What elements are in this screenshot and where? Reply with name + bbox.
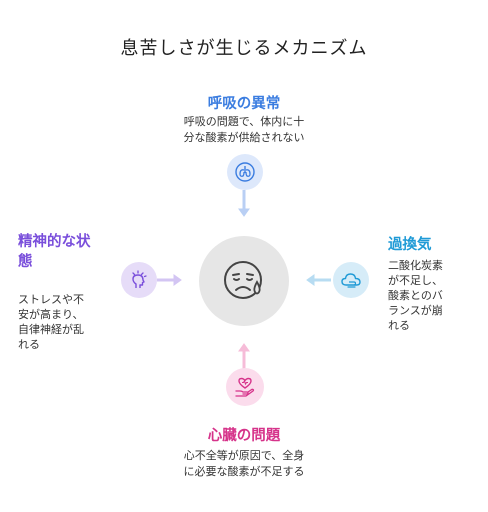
right-icon-circle (333, 262, 369, 298)
stressed-head-icon (128, 269, 150, 291)
diagram-title: 息苦しさが生じるメカニズム (120, 38, 368, 59)
top-icon-circle (227, 154, 263, 190)
right-desc-line: 二酸化炭素 (388, 259, 443, 272)
crying-face-icon (221, 258, 267, 304)
right-desc: 二酸化炭素 が不足し、 酸素とのバ ランスが崩 れる (388, 258, 443, 333)
top-desc-line: 分な酸素が供給されない (183, 131, 305, 144)
lungs-icon (234, 161, 256, 183)
center-circle (199, 236, 289, 326)
left-arrow (157, 274, 182, 286)
left-title-line: 精神的な状 (18, 234, 91, 250)
bottom-desc-line: 心不全等が原因で、全身 (183, 449, 305, 462)
right-arrow (306, 274, 331, 286)
heart-hand-icon (233, 376, 257, 398)
left-title: 精神的な状 態 (18, 232, 91, 272)
left-title-line: 態 (18, 254, 33, 270)
top-title: 呼吸の異常 (207, 96, 281, 112)
top-desc: 呼吸の問題で、体内に十 分な酸素が供給されない (0, 114, 488, 146)
left-icon-circle (121, 262, 157, 298)
bottom-desc-line: に必要な酸素が不足する (183, 465, 305, 478)
right-desc-line: れる (388, 319, 410, 332)
top-arrow (238, 190, 250, 217)
cloud-icon (339, 269, 363, 291)
left-desc: ストレスや不 安が高まり、 自律神経が乱 れる (18, 292, 84, 352)
top-desc-line: 呼吸の問題で、体内に十 (183, 115, 305, 128)
left-desc-line: 自律神経が乱 (18, 323, 84, 336)
bottom-title: 心臓の問題 (207, 428, 281, 444)
left-desc-line: れる (18, 338, 40, 351)
right-desc-line: 酸素とのバ (388, 289, 443, 302)
right-desc-line: が不足し、 (388, 274, 443, 287)
right-desc-line: ランスが崩 (388, 304, 443, 317)
left-desc-line: 安が高まり、 (18, 308, 84, 321)
left-desc-line: ストレスや不 (18, 293, 84, 306)
bottom-icon-circle (226, 368, 264, 406)
right-title: 過換気 (388, 237, 432, 253)
bottom-desc: 心不全等が原因で、全身 に必要な酸素が不足する (0, 448, 488, 480)
